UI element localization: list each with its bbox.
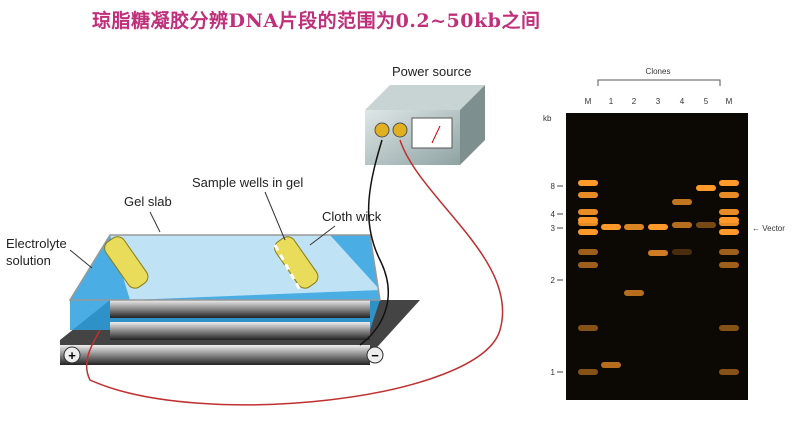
dna-band — [601, 224, 621, 230]
lane-label: M — [726, 97, 733, 106]
sample-wells-label: Sample wells in gel — [192, 175, 303, 190]
size-tick-label: 4 — [551, 210, 556, 219]
lane-label: 3 — [656, 97, 661, 106]
dna-band — [696, 185, 716, 191]
dna-band — [672, 249, 692, 255]
dna-band — [719, 209, 739, 215]
svg-text:+: + — [68, 348, 76, 363]
dna-band — [578, 262, 598, 268]
size-tick-label: 8 — [551, 182, 556, 191]
dna-band — [719, 249, 739, 255]
dna-band — [578, 369, 598, 375]
dna-band — [648, 224, 668, 230]
power-source-label: Power source — [392, 64, 471, 79]
kb-label: kb — [543, 114, 552, 123]
power-source — [365, 85, 485, 165]
dna-band — [719, 192, 739, 198]
dna-band — [578, 220, 598, 226]
dna-band — [719, 229, 739, 235]
dna-band — [696, 222, 716, 228]
dna-band — [578, 209, 598, 215]
lane-label: 4 — [680, 97, 685, 106]
cloth-wick-label: Cloth wick — [322, 209, 382, 224]
negative-electrode — [366, 346, 384, 364]
dna-band — [719, 180, 739, 186]
meter-icon — [411, 117, 453, 149]
electrolyte-label-1: Electrolyte — [6, 236, 67, 251]
dna-band — [601, 362, 621, 368]
clones-label: Clones — [646, 67, 671, 76]
dna-band — [624, 290, 644, 296]
gel-image: Clones kb ← Vector M 1 2 3 4 5 M 8 4 3 2 1 — [543, 67, 785, 400]
size-tick-label: 3 — [551, 224, 556, 233]
dna-band — [578, 229, 598, 235]
gel-background — [566, 113, 748, 400]
electrophoresis-tank: + − — [60, 234, 420, 365]
lane-label: M — [585, 97, 592, 106]
dna-band — [578, 180, 598, 186]
cloth-wick-left — [104, 236, 149, 289]
lane-label: 1 — [609, 97, 614, 106]
electrolyte-label-2: solution — [6, 253, 51, 268]
clones-bracket — [597, 79, 721, 86]
dna-band — [672, 199, 692, 205]
dna-band — [578, 325, 598, 331]
size-tick-label: 1 — [551, 368, 556, 377]
dna-band — [648, 250, 668, 256]
figure-title: 琼脂糖凝胶分辨DNA片段的范围为0.2~50kb之间 — [92, 10, 541, 32]
dna-band — [578, 192, 598, 198]
vector-label: ← Vector — [752, 224, 785, 233]
dna-band — [672, 222, 692, 228]
dna-band — [719, 262, 739, 268]
dna-band — [578, 249, 598, 255]
svg-text:−: − — [371, 348, 379, 363]
gel-slab-label: Gel slab — [124, 194, 172, 209]
lane-label: 5 — [704, 97, 709, 106]
positive-electrode — [63, 346, 81, 364]
dna-band — [719, 369, 739, 375]
dna-band — [624, 224, 644, 230]
dna-band — [719, 220, 739, 226]
dna-band — [719, 325, 739, 331]
black-wire — [359, 139, 389, 346]
lane-label: 2 — [632, 97, 637, 106]
red-wire — [85, 139, 504, 406]
sample-wells — [273, 244, 302, 291]
size-tick-label: 2 — [551, 276, 556, 285]
